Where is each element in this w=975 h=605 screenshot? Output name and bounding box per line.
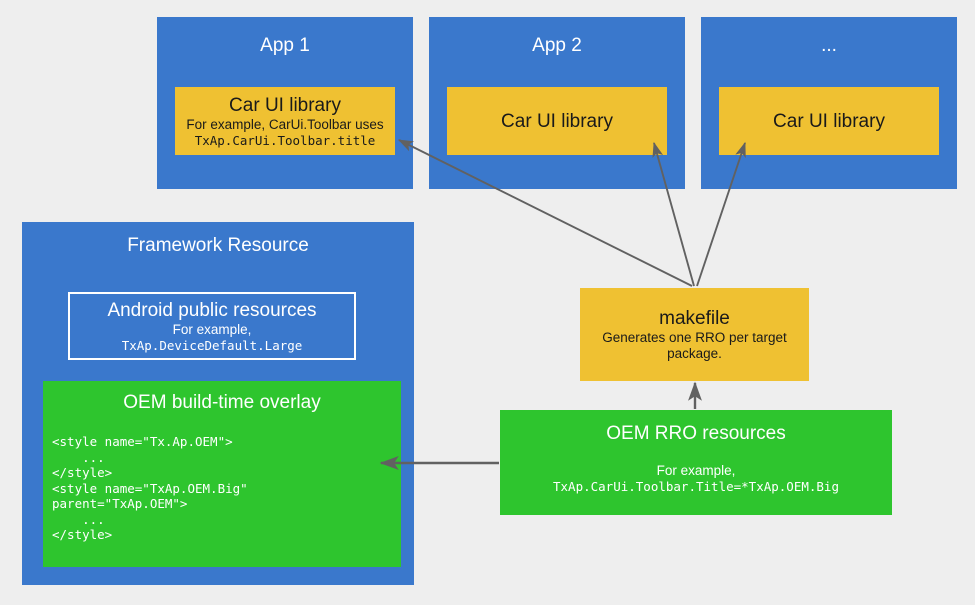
oem-rro-resources-mono: TxAp.CarUi.Toolbar.Title=*TxAp.OEM.Big: [553, 479, 839, 494]
makefile-box: makefile Generates one RRO per target pa…: [580, 288, 809, 381]
android-public-resources-sub: For example,: [172, 321, 252, 337]
android-public-resources-title: Android public resources: [107, 299, 317, 321]
car-ui-library-title-2: Car UI library: [501, 110, 613, 132]
car-ui-library-box-2: Car UI library: [447, 87, 667, 155]
android-public-resources-box: Android public resources For example, Tx…: [68, 292, 356, 360]
oem-build-time-overlay-title: OEM build-time overlay: [123, 392, 321, 413]
oem-build-time-overlay-box: OEM build-time overlay <style name="Tx.A…: [43, 381, 401, 567]
framework-resource-title: Framework Resource: [127, 235, 309, 256]
app-panel-2: App 2 Car UI library: [429, 17, 685, 189]
car-ui-library-box-1: Car UI library For example, CarUi.Toolba…: [175, 87, 395, 155]
car-ui-library-title-3: Car UI library: [773, 110, 885, 132]
app-panel-3-title: ...: [821, 35, 837, 56]
oem-rro-resources-box: OEM RRO resources For example, TxAp.CarU…: [500, 410, 892, 515]
android-public-resources-mono: TxAp.DeviceDefault.Large: [121, 337, 303, 353]
app-panel-3: ... Car UI library: [701, 17, 957, 189]
app-panel-1: App 1 Car UI library For example, CarUi.…: [157, 17, 413, 189]
framework-resource-panel: Framework Resource Android public resour…: [22, 222, 414, 585]
car-ui-library-box-3: Car UI library: [719, 87, 939, 155]
oem-build-time-overlay-code: <style name="Tx.Ap.OEM"> ... </style> <s…: [52, 434, 248, 542]
makefile-title: makefile: [659, 308, 730, 329]
app-panel-2-title: App 2: [532, 35, 582, 56]
oem-rro-resources-sub: For example,: [656, 463, 736, 478]
app-panel-1-title: App 1: [260, 35, 310, 56]
car-ui-library-title-1: Car UI library: [229, 94, 341, 116]
oem-rro-resources-title: OEM RRO resources: [606, 423, 786, 444]
car-ui-library-mono-1: TxAp.CarUi.Toolbar.title: [194, 132, 376, 148]
makefile-sub: Generates one RRO per target package.: [602, 330, 787, 361]
car-ui-library-sub-1: For example, CarUi.Toolbar uses: [186, 116, 384, 132]
